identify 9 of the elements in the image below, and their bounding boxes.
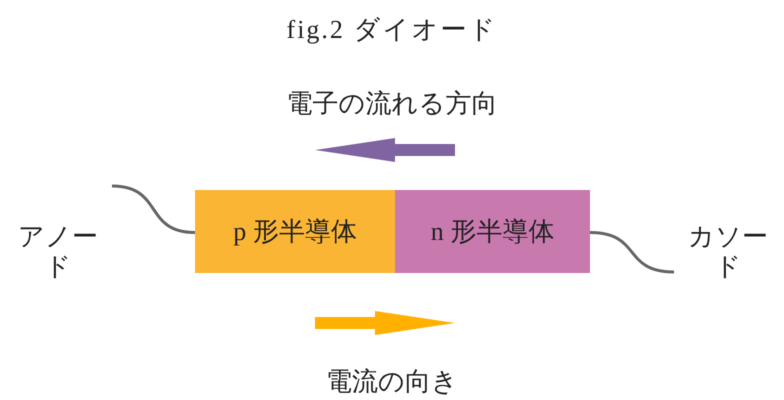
terminal-label: アノード	[4, 184, 112, 282]
terminal-label: カソード	[674, 216, 782, 282]
semiconductor-box: n 形半導体	[395, 190, 590, 273]
diagram-title: fig.2 ダイオード	[286, 14, 498, 46]
semiconductor-box: p 形半導体	[195, 190, 395, 273]
lead-wire	[112, 184, 196, 234]
caption-text: 電流の向き	[326, 366, 458, 398]
caption-text: 電子の流れる方向	[286, 88, 498, 120]
lead-wire	[590, 231, 674, 274]
